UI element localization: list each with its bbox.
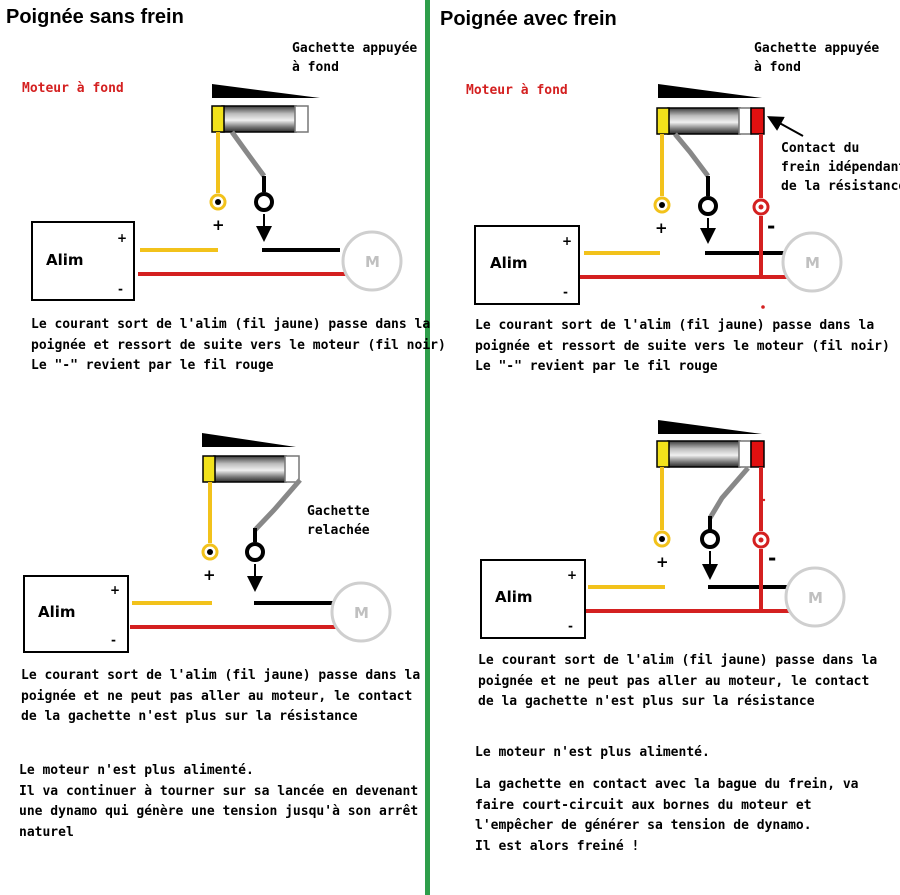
handle-barrel xyxy=(667,440,741,468)
plus-sign: + xyxy=(656,553,669,571)
handle-barrel xyxy=(667,107,741,135)
alim-plus: + xyxy=(567,568,578,582)
plus-sign: + xyxy=(212,216,225,234)
left-top-diagram xyxy=(31,84,403,301)
alim-minus: - xyxy=(568,619,573,633)
right-desc-released: Le courant sort de l'alim (fil jaune) pa… xyxy=(478,653,878,709)
alim-minus: - xyxy=(118,282,123,296)
alim-box xyxy=(474,225,580,305)
left-desc-pressed: Le courant sort de l'alim (fil jaune) pa… xyxy=(31,317,446,373)
handle-barrel xyxy=(221,105,297,133)
motor-label: M xyxy=(805,254,820,272)
left-title: Poignée sans frein xyxy=(6,6,184,28)
alim-plus: + xyxy=(110,583,121,597)
handle-barrel xyxy=(213,455,287,483)
center-divider xyxy=(425,0,430,895)
plus-sign: + xyxy=(655,219,668,237)
right-desc-not-powered: Le moteur n'est plus alimenté. xyxy=(475,745,710,760)
left-trigger-released-label: Gachette relachée xyxy=(307,504,370,538)
motor-label: M xyxy=(365,253,380,271)
resistance-end xyxy=(294,105,309,133)
right-trigger-pressed-label: Gachette appuyée à fond xyxy=(754,41,880,75)
alim-minus: - xyxy=(563,285,568,299)
motor-circle xyxy=(330,581,392,643)
yellow-contact xyxy=(656,107,670,135)
yellow-contact xyxy=(656,440,670,468)
left-desc-dynamo: Le moteur n'est plus alimenté. Il va con… xyxy=(19,763,419,840)
alim-label: Alim xyxy=(490,254,528,272)
brake-contact xyxy=(750,440,765,468)
motor-circle xyxy=(781,231,843,293)
plus-sign: + xyxy=(203,566,216,584)
alim-plus: + xyxy=(117,231,128,245)
black-terminal xyxy=(700,529,720,549)
left-bottom-diagram xyxy=(23,433,392,653)
alim-plus: + xyxy=(562,234,573,248)
right-title: Poignée avec frein xyxy=(440,8,617,30)
trigger-lever xyxy=(229,130,267,178)
resistance-end xyxy=(284,455,300,483)
alim-box xyxy=(480,559,586,639)
alim-label: Alim xyxy=(495,588,533,606)
left-state-label: Moteur à fond xyxy=(22,81,124,96)
black-terminal xyxy=(245,542,265,562)
motor-circle xyxy=(341,230,403,292)
throttle-wedge xyxy=(212,84,320,98)
left-desc-released: Le courant sort de l'alim (fil jaune) pa… xyxy=(21,668,421,724)
alim-box xyxy=(31,221,135,301)
trigger-lever xyxy=(707,466,750,520)
trigger-lever xyxy=(253,478,302,532)
yellow-contact xyxy=(211,105,225,133)
trigger-lever xyxy=(673,132,710,178)
right-top-diagram xyxy=(474,84,843,309)
minus-sign: - xyxy=(768,546,777,570)
right-desc-braked: La gachette en contact avec la bague du … xyxy=(475,777,859,854)
alim-label: Alim xyxy=(38,603,76,621)
motor-label: M xyxy=(808,589,823,607)
minus-sign: - xyxy=(767,214,776,238)
right-bottom-diagram xyxy=(480,420,846,639)
right-brake-contact-label: Contact du frein idépendant de la résist… xyxy=(781,141,900,194)
left-trigger-pressed-label: Gachette appuyée à fond xyxy=(292,41,418,75)
alim-minus: - xyxy=(111,633,116,647)
brake-contact xyxy=(750,107,765,135)
throttle-wedge xyxy=(658,84,762,98)
alim-label: Alim xyxy=(46,251,84,269)
throttle-wedge xyxy=(202,433,296,447)
motor-label: M xyxy=(354,604,369,622)
right-desc-pressed: Le courant sort de l'alim (fil jaune) pa… xyxy=(475,318,890,374)
throttle-wedge xyxy=(658,420,762,434)
resistance-end xyxy=(738,107,752,135)
yellow-contact xyxy=(202,455,216,483)
right-state-label: Moteur à fond xyxy=(466,83,568,98)
resistance-end xyxy=(738,440,752,468)
alim-box xyxy=(23,575,129,653)
brake-pointer xyxy=(766,116,804,137)
motor-circle xyxy=(784,566,846,628)
black-terminal xyxy=(698,196,718,216)
black-terminal xyxy=(254,192,274,212)
